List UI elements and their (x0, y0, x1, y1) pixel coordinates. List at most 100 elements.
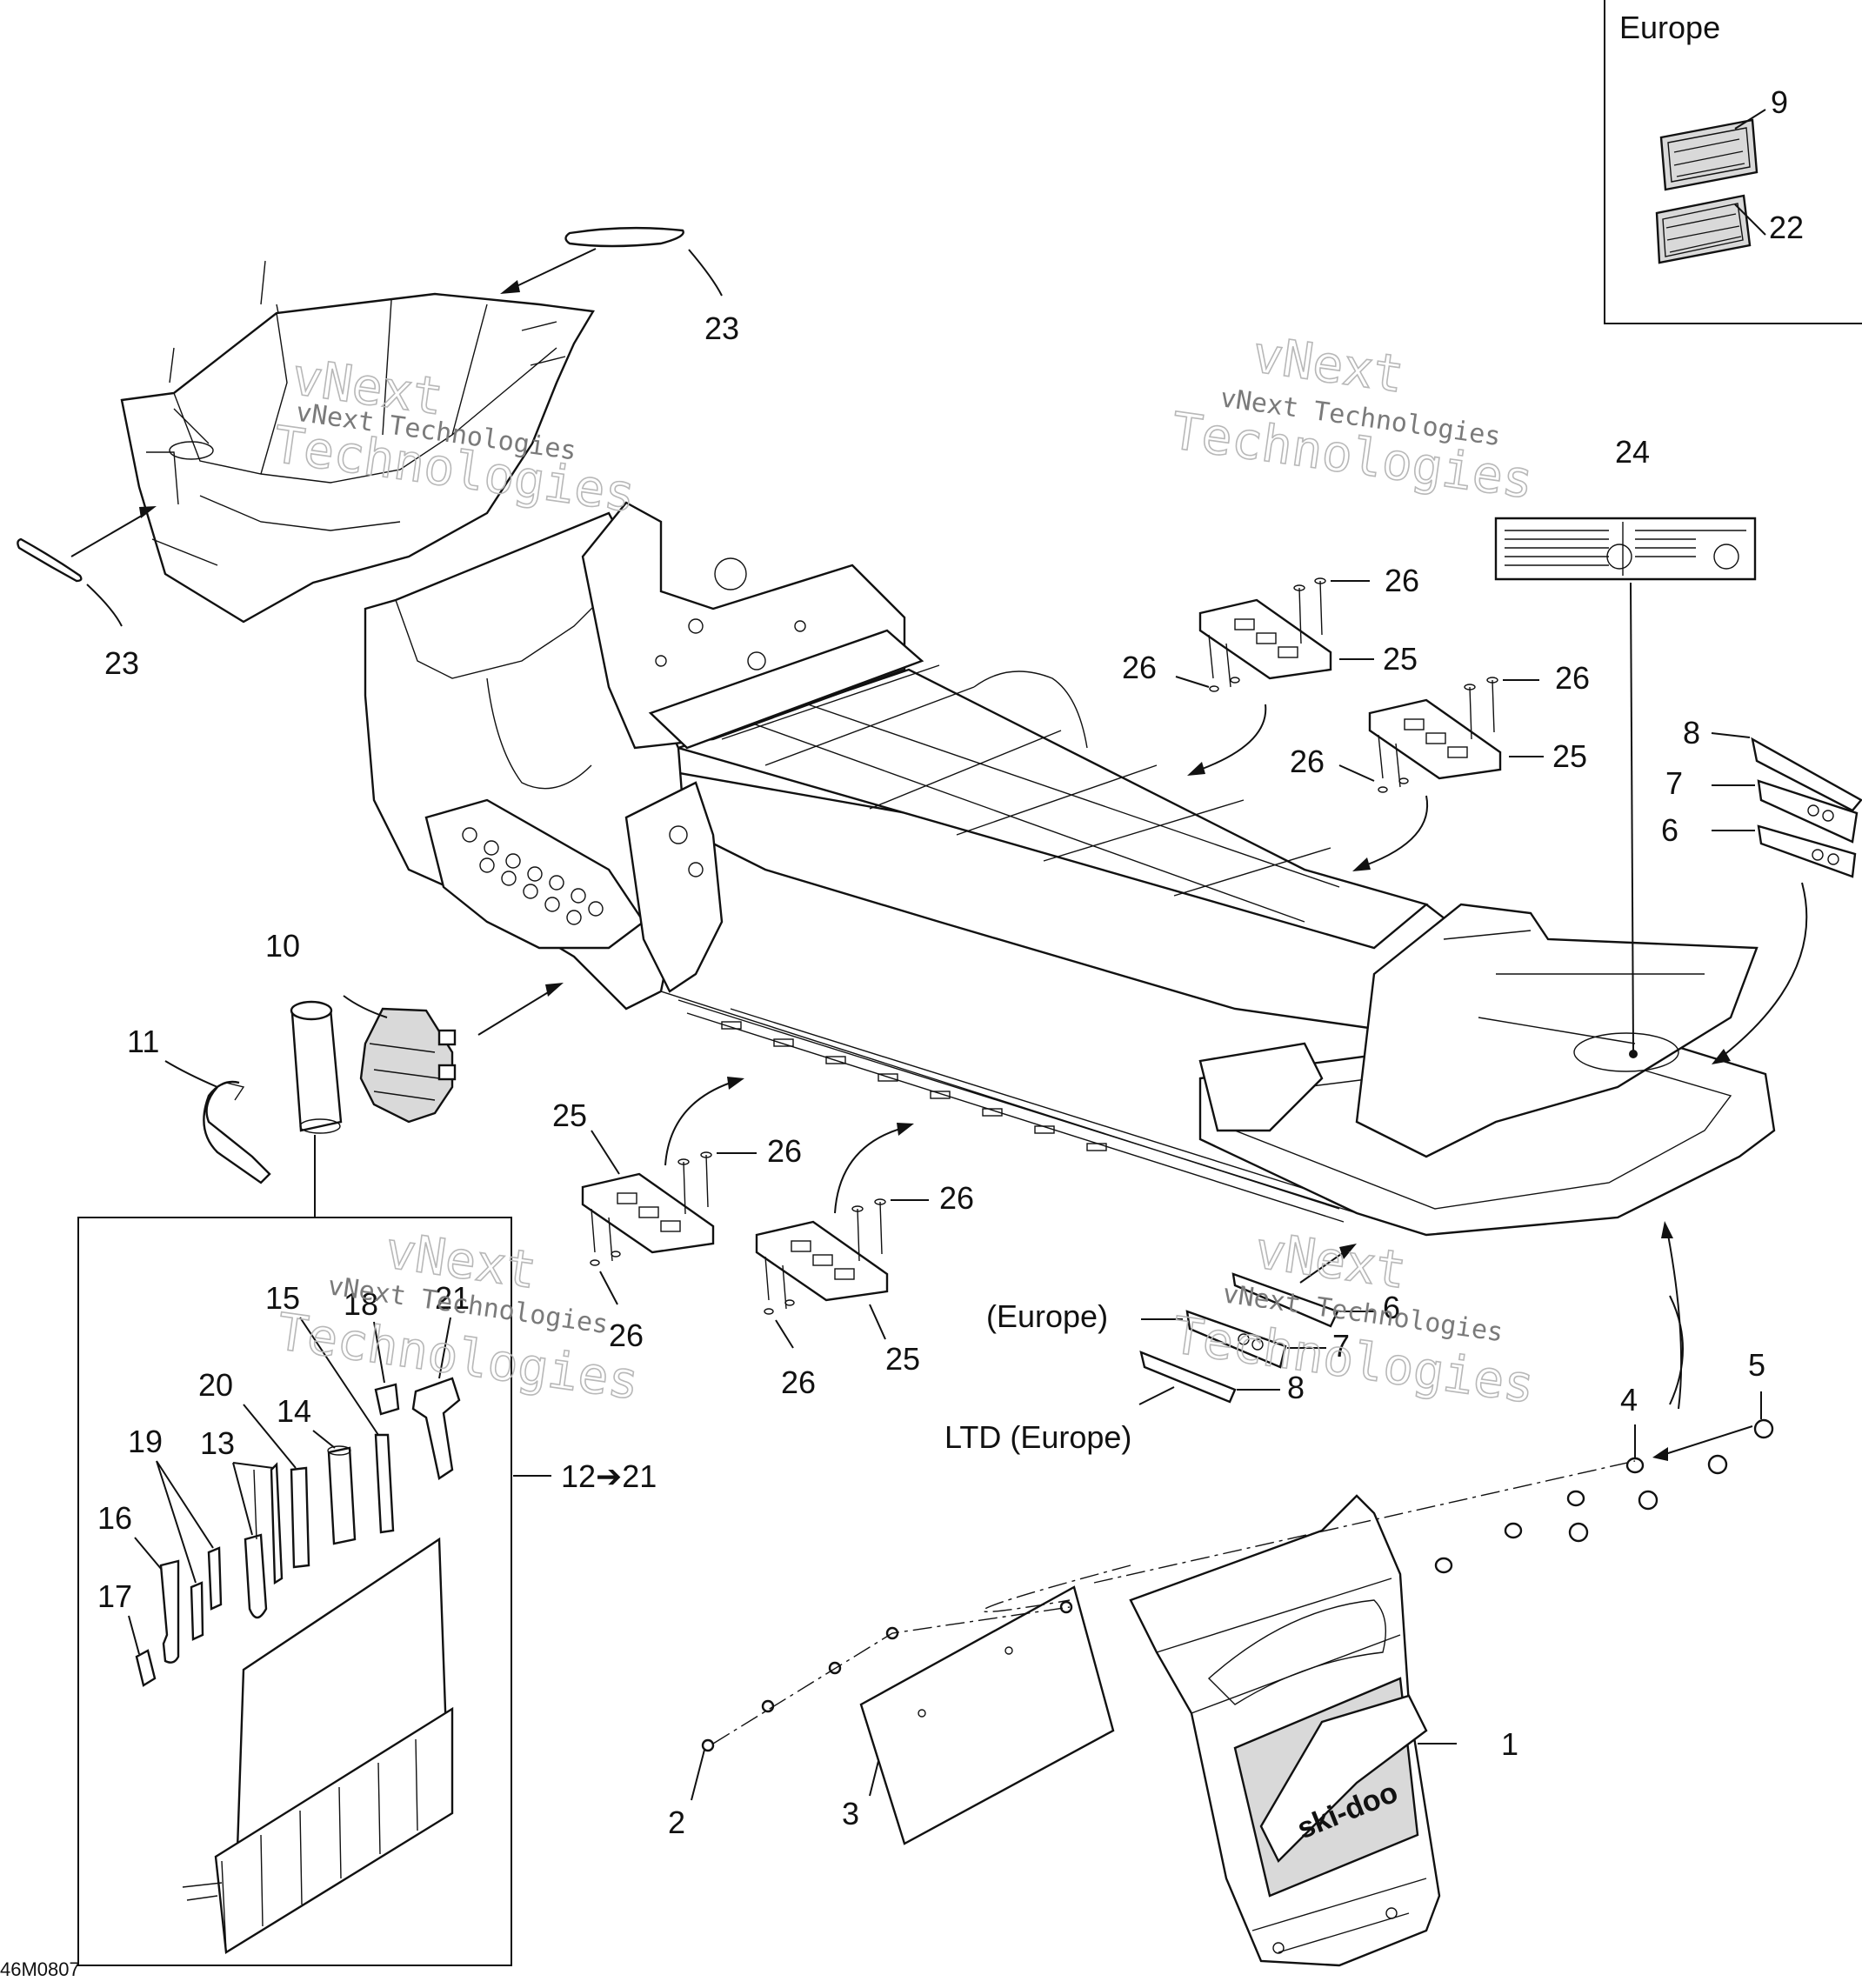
europe-inset-title: Europe (1619, 10, 1720, 45)
arrow-5 (1665, 1425, 1753, 1455)
europe-inset-border (1604, 0, 1862, 324)
callout-21: 21 (435, 1280, 470, 1316)
footrest-bracket-25-lower-a (581, 1172, 715, 1262)
leader-23-left (86, 584, 123, 627)
arrow-flap-to-bumper (1669, 1295, 1684, 1405)
figure-code: 46M0807 (0, 1958, 80, 1980)
callout-25-lower-a: 25 (552, 1097, 587, 1133)
reflector-9 (1659, 118, 1759, 191)
callout-5: 5 (1748, 1347, 1765, 1383)
spark-plug-holder-cylinder (290, 1000, 343, 1134)
callout-13: 13 (200, 1425, 235, 1461)
reflector-6-lower (1231, 1272, 1339, 1328)
tool-21 (411, 1377, 461, 1480)
callout-23-top: 23 (704, 310, 739, 346)
tool-15 (374, 1433, 395, 1534)
front-belly-pan (120, 260, 595, 624)
callout-11: 11 (127, 1024, 159, 1059)
tool-17 (135, 1649, 157, 1687)
nuts-5 (1568, 1418, 1774, 1543)
callout-16: 16 (97, 1500, 132, 1536)
callout-14: 14 (277, 1393, 311, 1429)
callout-8-right: 8 (1683, 715, 1700, 751)
callout-8-lower: 8 (1287, 1370, 1305, 1405)
trim-strip-23-top (564, 226, 684, 248)
reflector-22 (1655, 194, 1752, 264)
leader-22 (1734, 203, 1766, 236)
tool-14 (327, 1446, 357, 1545)
chassis-frame (364, 501, 1776, 1237)
watermark-3: vNext vNext Technologies Technologies (273, 1219, 644, 1411)
tool-19a (190, 1581, 204, 1641)
europe-inset: Europe 9 22 (1604, 0, 1862, 324)
footrest-bracket-25-upper-b (1368, 698, 1502, 788)
footrest-bracket-25-upper-a (1198, 598, 1332, 688)
screws-26-lower-b (764, 1198, 886, 1315)
callout-6-lower: 6 (1383, 1290, 1400, 1325)
callout-1: 1 (1501, 1726, 1518, 1762)
callout-6-right: 6 (1661, 812, 1678, 848)
leader-23-top (688, 249, 723, 297)
snowflap-1: ski-doo (1129, 1494, 1441, 1967)
callout-17: 17 (97, 1578, 132, 1614)
callout-12-21: 12➔21 (561, 1458, 657, 1494)
callout-26-lower-b: 26 (609, 1318, 644, 1353)
callout-26-upper-b: 26 (1122, 650, 1157, 685)
callout-23-left: 23 (104, 645, 139, 681)
reflector-7-right (1757, 779, 1859, 844)
tool-pouch-10 (359, 1007, 457, 1124)
callout-15: 15 (265, 1280, 300, 1316)
callout-18: 18 (344, 1286, 378, 1322)
callout-2: 2 (668, 1805, 685, 1840)
callout-7-right: 7 (1665, 765, 1683, 801)
reflector-6-right (1757, 824, 1857, 878)
arrow-10 (477, 991, 551, 1036)
callout-4: 4 (1620, 1382, 1638, 1418)
rope-11 (203, 1080, 271, 1184)
reflector-8-lower (1139, 1351, 1237, 1404)
callout-9: 9 (1771, 84, 1788, 120)
footboard-holes (462, 827, 604, 925)
washers-4 (1434, 1457, 1645, 1574)
reflector-7-lower (1185, 1310, 1287, 1369)
arrow-reflectors-right (1721, 882, 1808, 1057)
arrow-23-left (70, 512, 147, 557)
arrow-23-top (514, 248, 597, 288)
callout-19: 19 (128, 1424, 163, 1459)
tool-13a (244, 1533, 268, 1619)
callout-24: 24 (1615, 434, 1650, 470)
tool-18 (374, 1383, 400, 1416)
reflector-8-right (1751, 737, 1862, 812)
callout-3: 3 (842, 1796, 859, 1831)
callout-26-lower-c: 26 (939, 1180, 974, 1216)
callout-10: 10 (265, 928, 300, 964)
leader-24 (1630, 582, 1634, 1051)
footrest-bracket-25-lower-b (755, 1220, 889, 1310)
callout-26-upper-d: 26 (1290, 744, 1325, 779)
callout-25-lower-b: 25 (885, 1341, 920, 1377)
watermark-4: vNext vNext Technologies Technologies (1168, 1219, 1538, 1415)
callout-26-upper-a: 26 (1385, 563, 1419, 598)
tool-13b (270, 1462, 284, 1585)
callout-20: 20 (198, 1367, 233, 1403)
arrow-reflectors-lower (1299, 1251, 1345, 1284)
screws-26-lower-a (590, 1151, 712, 1266)
callout-25-upper-a: 25 (1383, 641, 1418, 677)
screws-26-upper-a (1209, 577, 1326, 692)
leader-8-right (1711, 732, 1751, 738)
tunnel-slots (721, 1021, 1107, 1151)
trim-strip-23-left (17, 537, 83, 583)
tool-19b (207, 1546, 223, 1611)
callout-22: 22 (1769, 210, 1804, 245)
callout-25-upper-b: 25 (1552, 738, 1587, 774)
screws-26-upper-b (1378, 677, 1498, 793)
europe-note: (Europe) (986, 1298, 1108, 1334)
leader-9 (1734, 109, 1766, 130)
tool-20 (290, 1466, 310, 1569)
tool-kit-box: 12➔21 15 18 21 20 14 (77, 1217, 657, 1966)
warning-decal-24 (1494, 517, 1757, 581)
watermark-2: vNext vNext Technologies Technologies (1167, 324, 1538, 510)
callout-26-lower-a: 26 (767, 1133, 802, 1169)
